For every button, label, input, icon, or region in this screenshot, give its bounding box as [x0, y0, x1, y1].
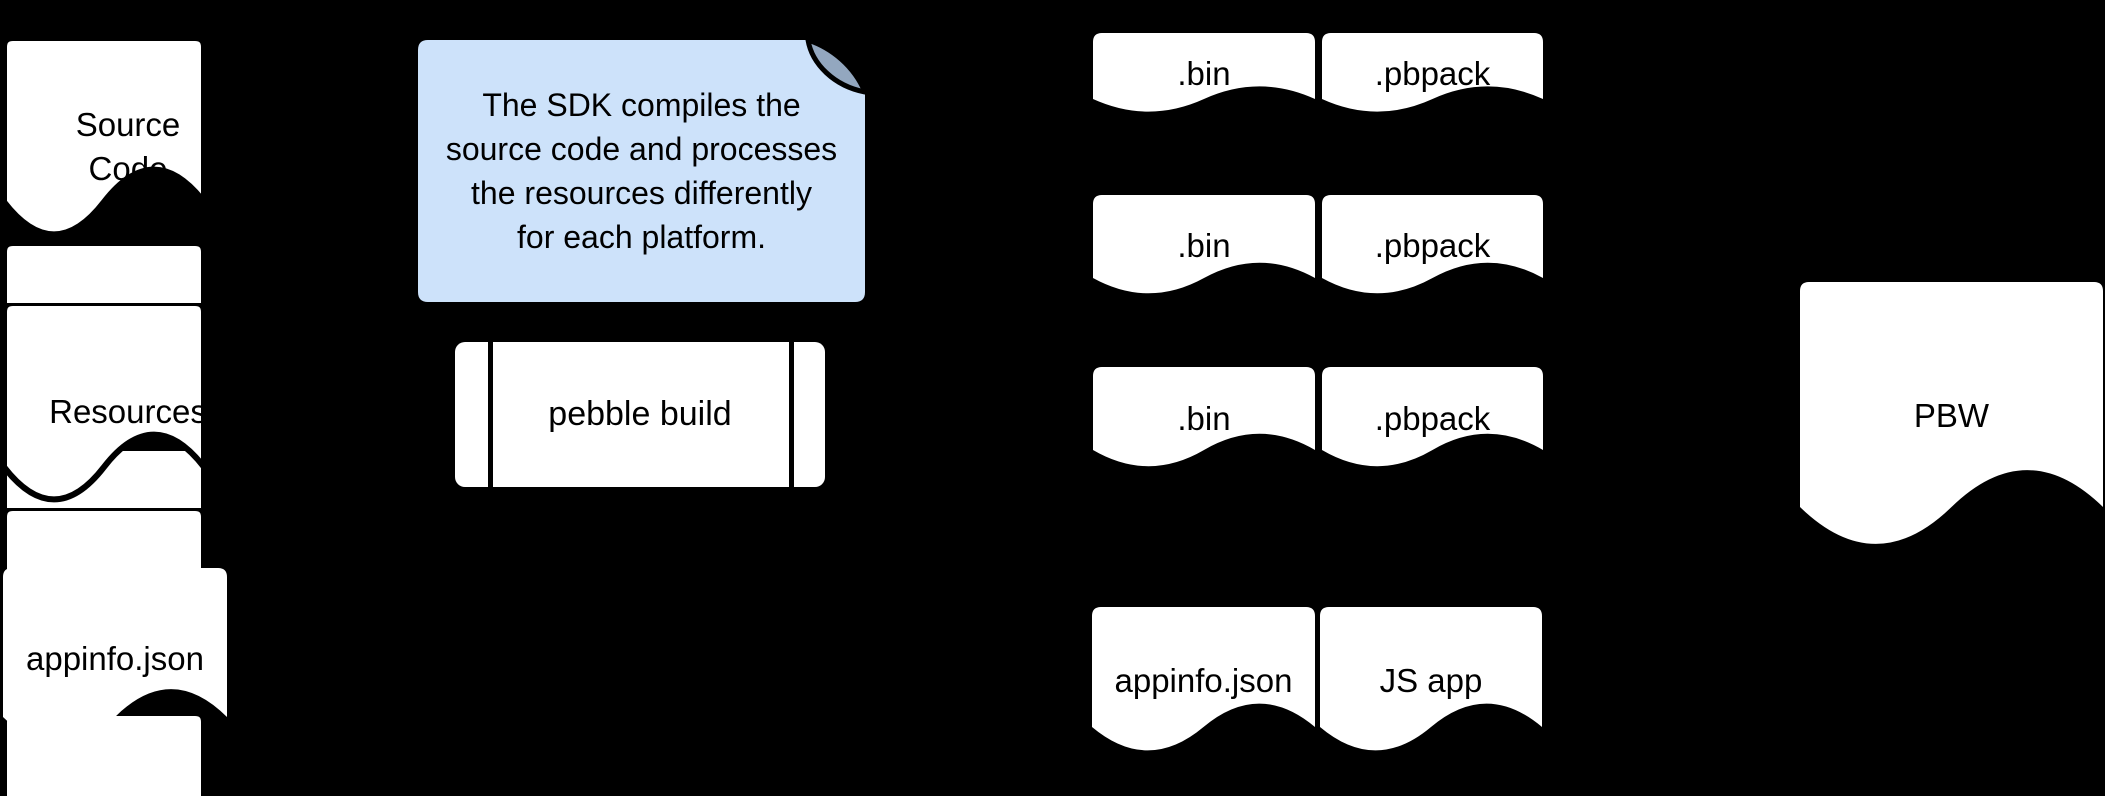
bin-document: .bin — [1093, 33, 1315, 115]
document-shape — [1, 35, 207, 238]
resources-stack: Resources — [1, 300, 230, 796]
document-shape — [1800, 282, 2103, 544]
pbw-document: PBW — [1800, 282, 2103, 550]
bin-document: .bin — [1093, 195, 1315, 297]
note-fold-corner-icon — [805, 37, 868, 95]
document-shape — [1322, 195, 1543, 294]
process-side-bar — [488, 342, 493, 487]
appinfo-json-output-document: appinfo.json — [1092, 607, 1315, 755]
document-shape — [1322, 367, 1543, 467]
bin-document: .bin — [1093, 367, 1315, 470]
document-shape — [1322, 33, 1543, 112]
pebble-build-process: pebble build — [455, 342, 825, 487]
pbpack-document: .pbpack — [1322, 33, 1543, 115]
pbpack-document: .pbpack — [1322, 367, 1543, 470]
js-app-document: JS app — [1320, 607, 1542, 755]
process-side-bar — [789, 342, 794, 487]
source-code-stack: Source Code — [1, 35, 230, 648]
document-shape — [3, 568, 227, 745]
document-shape — [1, 300, 207, 503]
document-shape — [1320, 607, 1542, 751]
source-code-label: Source Code — [75, 106, 181, 187]
document-shape — [1092, 607, 1315, 751]
document-shape — [1093, 33, 1315, 112]
document-shape — [1093, 195, 1315, 294]
sdk-note: The SDK compiles the source code and pro… — [418, 37, 868, 302]
document-shape — [1093, 367, 1315, 467]
note-text: The SDK compiles the source code and pro… — [445, 87, 838, 255]
resources-label: Resources — [49, 393, 207, 430]
pebble-build-label: pebble build — [548, 395, 732, 433]
appinfo-json-document: appinfo.json — [3, 568, 227, 750]
pbpack-document: .pbpack — [1322, 195, 1543, 297]
note-shape — [418, 37, 868, 302]
